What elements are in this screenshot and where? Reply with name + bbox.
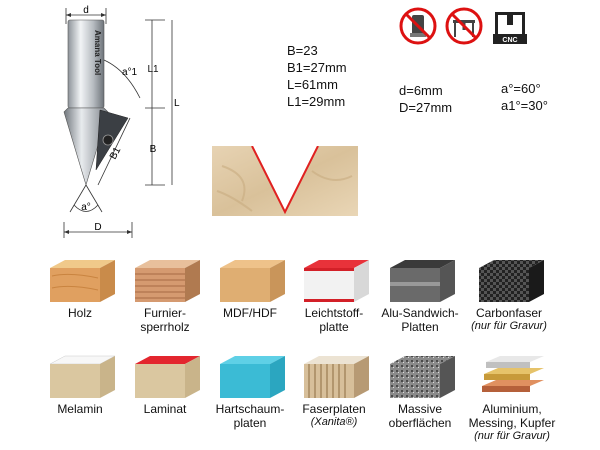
material-melamin: Melamin [40,354,120,416]
material-holz: Holz [40,258,120,320]
faserplaten-icon [304,356,369,398]
material-leichtstoffplatte: Leichtstoff- platte [294,258,374,334]
material-mdf-hdf: MDF/HDF [210,258,290,320]
material-label-alu-sandwich: Alu-Sandwich- Platten [381,306,459,334]
dimension-lengths: L1 L B [145,19,180,186]
metals-icon [482,356,544,392]
leichtstoffplatte-icon [304,260,369,302]
a-dim-label: a° [81,202,91,213]
material-aluminium-messing-kupfer: Aluminium, Messing, Kupfer (nur für Grav… [463,354,561,443]
specs-col-1: B=23 B1=27mm L=61mm L1=29mm [287,42,347,110]
material-label-furniersperrholz: Furnier- sperrholz [140,306,190,334]
material-alu-sandwich: Alu-Sandwich- Platten [380,258,460,334]
L1-dim-label: L1 [147,64,159,75]
material-label-hartschaum: Hartschaum- platen [215,402,285,430]
material-laminat: Laminat [125,354,205,416]
D-dim-label: D [94,222,101,233]
material-hartschaum: Hartschaum- platen [210,354,290,430]
material-label-holz: Holz [67,306,92,320]
dimension-a1-angle: a°1 [103,59,141,99]
carbonfaser-icon [479,260,544,302]
d-dim-label: d [83,5,89,16]
spec-B: B=23 [287,43,318,58]
material-note-faserplaten: (Xanita®) [310,416,358,428]
material-carbonfaser: Carbonfaser (nur für Gravur) [463,258,555,333]
material-label-leichtstoffplatte: Leichtstoff- platte [304,306,364,334]
insert-screw [102,134,114,146]
no-router-table-icon [445,7,483,45]
cnc-machine-icon: CNC [493,12,527,44]
laminat-icon [135,356,200,398]
mdf-hdf-icon [220,260,285,302]
spec-L1: L1=29mm [287,94,346,109]
specs-col-3: a°=60° a1°=30° [501,80,548,114]
material-label-carbonfaser: Carbonfaser [475,306,543,320]
B-dim-label: B [150,144,157,155]
material-massive-oberflaechen: Massive oberflächen [380,354,460,430]
spec-a1: a1°=30° [501,98,548,113]
material-furniersperrholz: Furnier- sperrholz [125,258,205,334]
cutter-cone [63,107,109,187]
a1-dim-label: a°1 [122,67,138,78]
massive-oberflaechen-icon [390,356,455,398]
material-label-mdf-hdf: MDF/HDF [223,306,277,320]
cnc-label: CNC [502,37,517,44]
material-label-faserplaten: Faserplaten [302,402,366,416]
material-label-massive-oberflaechen: Massive oberflächen [388,402,452,430]
material-note-carbonfaser: (nur für Gravur) [471,320,547,332]
spec-B1: B1=27mm [287,60,347,75]
spec-a: a°=60° [501,81,541,96]
L-dim-label: L [174,98,180,109]
hartschaum-icon [220,356,285,398]
bit-technical-drawing: d Amana Tool L1 L B a°1 B1 a° [63,5,180,238]
specs-col-2: d=6mm D=27mm [399,82,452,116]
furniersperrholz-icon [135,260,200,302]
material-label-laminat: Laminat [143,402,187,416]
usage-icons: CNC [398,6,538,46]
B1-dim-label: B1 [108,145,124,161]
spec-D: D=27mm [399,100,453,115]
material-label-melamin: Melamin [57,402,103,416]
alu-sandwich-icon [390,260,455,302]
material-note-metals: (nur für Gravur) [474,430,550,442]
brand-logo-text: Amana Tool [93,30,102,75]
dimension-b1: B1 [97,117,131,186]
v-groove-sample [212,146,358,216]
dimension-D: D [63,222,133,238]
material-faserplaten: Faserplaten (Xanita®) [294,354,374,429]
no-handheld-router-icon [399,7,437,45]
dimension-d: d [65,5,107,24]
holz-icon [50,260,115,302]
spec-d: d=6mm [399,83,443,98]
dimension-a-angle: a° [69,184,103,213]
melamin-icon [49,355,116,398]
spec-L: L=61mm [287,77,338,92]
material-label-metals: Aluminium, Messing, Kupfer [468,402,556,430]
